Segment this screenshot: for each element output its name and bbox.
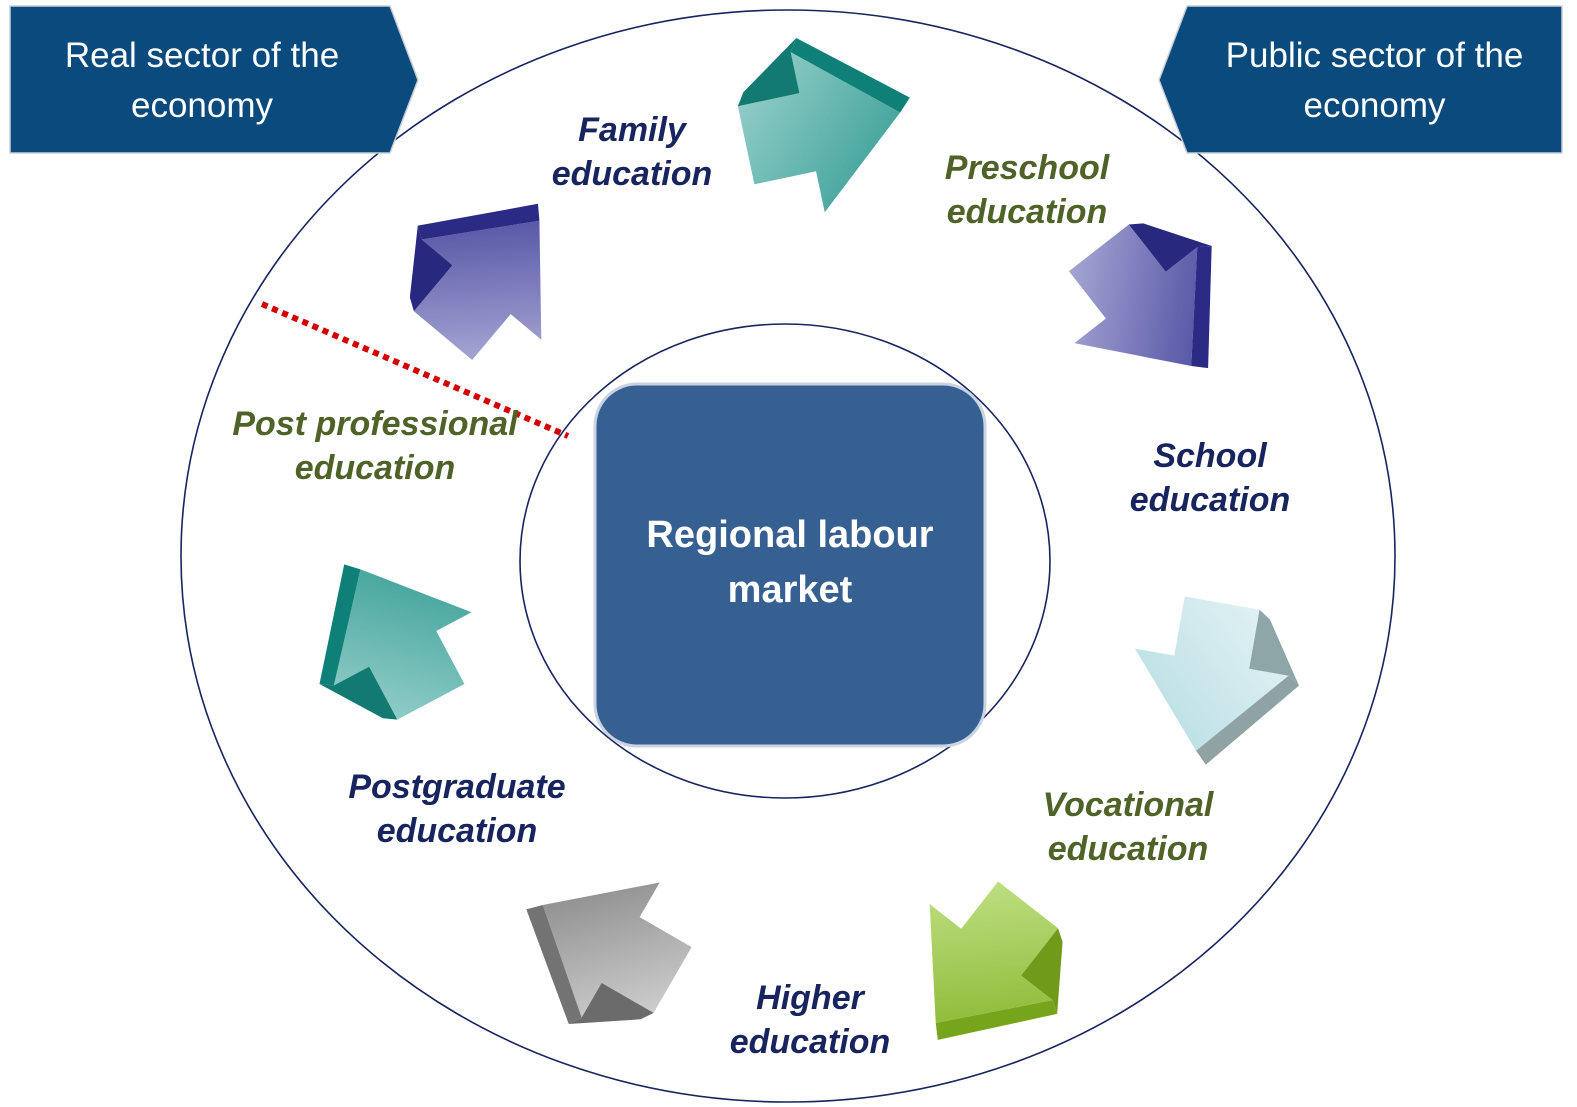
stage-postgraduate-education: Postgraduate education — [327, 765, 587, 853]
public-sector-banner-line2: economy — [1303, 86, 1446, 125]
arrow-preschool-to-school-icon — [1068, 223, 1212, 369]
stage-label-line1: Higher — [756, 979, 864, 1017]
stage-label-line1: Postgraduate — [348, 768, 566, 806]
arrow-vocational-to-higher-icon — [929, 881, 1063, 1040]
stage-label-line2: education — [946, 193, 1108, 231]
stage-label-line1: School — [1153, 437, 1267, 475]
right-banner — [1158, 5, 1563, 154]
public-sector-banner: Public sector of the economy — [1187, 31, 1562, 131]
stage-label-line1: Preschool — [944, 149, 1110, 187]
center-label-line2: market — [727, 569, 853, 611]
arrow-higher-to-postgraduate-icon — [526, 882, 692, 1024]
stage-family-education: Family education — [532, 108, 732, 196]
stage-label-line2: education — [1047, 830, 1209, 868]
stage-vocational-education: Vocational education — [1028, 783, 1228, 871]
left-banner — [9, 5, 419, 154]
stage-preschool-education: Preschool education — [927, 146, 1127, 234]
stage-label-line1: Family — [578, 111, 686, 149]
stage-label-line1: Post professional — [232, 405, 518, 443]
stage-label-line2: education — [1129, 481, 1291, 519]
real-sector-banner-line2: economy — [130, 86, 274, 125]
stage-post-professional-education: Post professional education — [220, 402, 530, 490]
real-sector-banner-line1: Real sector of the — [64, 36, 340, 75]
stage-label-line1: Vocational — [1042, 786, 1214, 824]
arrow-postgraduate-to-postprofessional-icon — [319, 564, 472, 720]
arrow-school-to-vocational-icon — [1134, 596, 1299, 765]
center-label: Regional labour market — [597, 508, 983, 618]
public-sector-banner-line1: Public sector of the — [1225, 36, 1524, 75]
sector-divider-line — [260, 301, 570, 439]
stage-label-line2: education — [551, 155, 713, 193]
stage-label-line2: education — [376, 812, 538, 850]
stage-label-line2: education — [294, 449, 456, 487]
center-box — [593, 382, 987, 748]
real-sector-banner: Real sector of the economy — [10, 31, 394, 131]
arrow-postprofessional-to-family-icon — [409, 203, 542, 361]
arrow-family-to-preschool-icon — [737, 38, 910, 213]
stage-school-education: School education — [1110, 434, 1310, 522]
stage-higher-education: Higher education — [710, 976, 910, 1064]
center-label-line1: Regional labour — [646, 514, 934, 556]
stage-label-line2: education — [729, 1023, 891, 1061]
